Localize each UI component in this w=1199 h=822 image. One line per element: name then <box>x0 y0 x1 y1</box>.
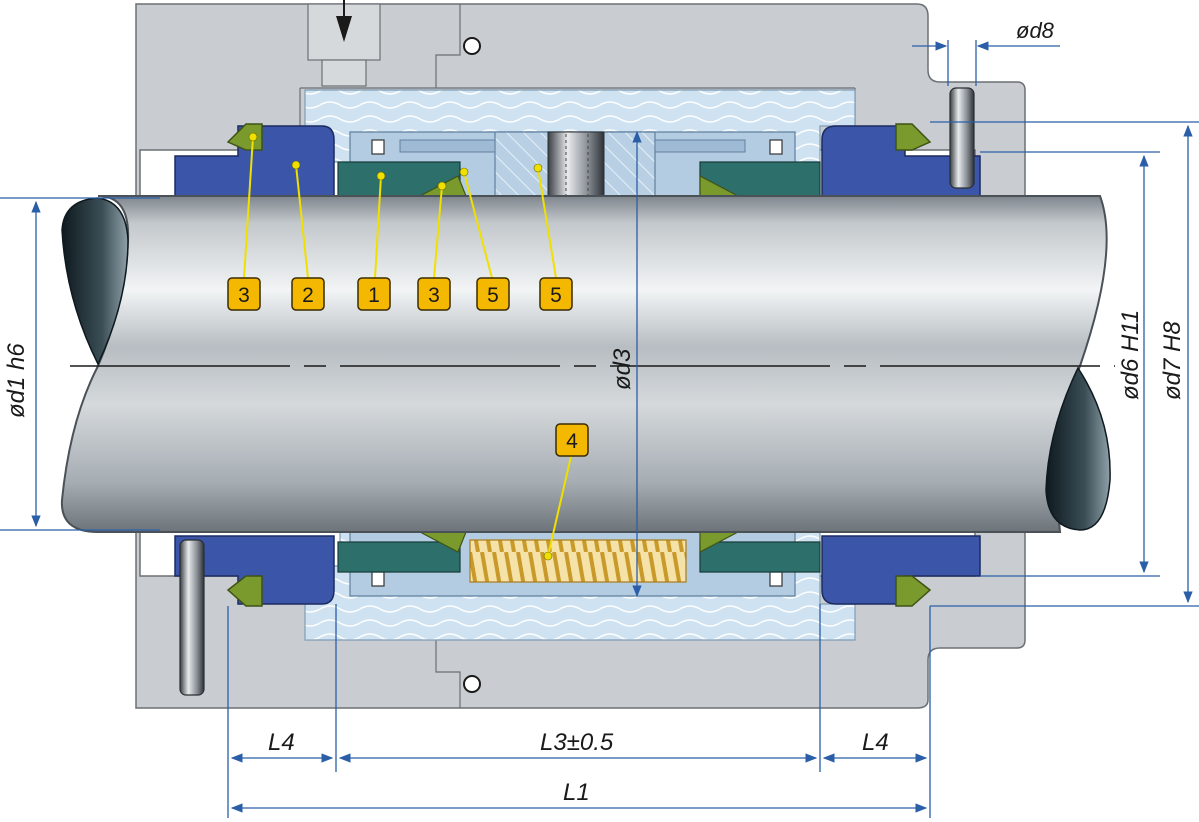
part-badge: 1 <box>357 277 391 311</box>
part-badge-label: 5 <box>487 284 499 307</box>
dim-label-d6: ød6 H11 <box>1117 310 1144 400</box>
part-badge: 4 <box>555 423 589 457</box>
part-badge: 3 <box>417 277 451 311</box>
dimension-lines <box>0 40 1199 818</box>
spring <box>469 539 687 583</box>
part-badge-label: 3 <box>238 284 250 307</box>
dim-label-l3: L3±0.5 <box>540 729 614 756</box>
part-badge-label: 2 <box>302 284 314 307</box>
anti-rotation-pin-top <box>949 87 975 189</box>
housing-oring-bottom <box>463 675 481 693</box>
drive-collar <box>349 131 796 199</box>
anti-rotation-pin-bottom <box>179 539 205 696</box>
dim-label-l4-left: L4 <box>268 729 295 756</box>
part-badge-label: 4 <box>566 430 578 453</box>
part-badge: 5 <box>476 277 510 311</box>
rotating-rings <box>337 161 821 573</box>
dim-label-l4-right: L4 <box>862 729 889 756</box>
stationary-seats <box>174 125 981 605</box>
flush-arrow-icon <box>336 0 352 42</box>
part-badges: 3 2 1 3 5 5 4 <box>227 277 589 457</box>
shaft <box>60 195 1115 533</box>
part-badge: 2 <box>291 277 325 311</box>
part-badge: 5 <box>539 277 573 311</box>
part-badge-label: 1 <box>368 284 380 307</box>
dim-label-d1: ød1 h6 <box>3 343 30 418</box>
dim-label-d3: ød3 <box>609 348 636 390</box>
part-badge-label: 5 <box>550 284 562 307</box>
part-badge-label: 3 <box>428 284 440 307</box>
part-badge: 3 <box>227 277 261 311</box>
housing-oring-top <box>463 37 481 55</box>
leader-dots <box>248 132 553 561</box>
dim-label-d7: ød7 H8 <box>1159 321 1186 400</box>
dim-label-d8: ød8 <box>1016 18 1055 43</box>
dimension-labels: ød8 ød1 h6 ød3 ød6 H11 ød7 H8 L4 L3±0.5 … <box>3 18 1186 806</box>
o-rings <box>226 123 932 607</box>
leader-lines <box>243 136 573 557</box>
dim-label-l1: L1 <box>563 779 590 806</box>
